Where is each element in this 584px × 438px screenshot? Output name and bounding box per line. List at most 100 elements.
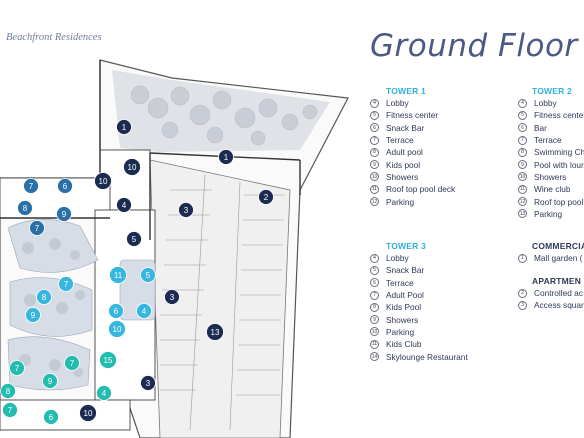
legend-label: Roof top pool [534, 196, 584, 207]
map-marker-icon [64, 355, 80, 371]
map-marker-icon [2, 402, 18, 418]
map-marker-icon [96, 385, 112, 401]
legend-number-icon: 13 [518, 209, 527, 219]
legend-number-icon: 1 [518, 253, 527, 263]
map-marker-icon [9, 360, 25, 376]
legend-number-icon: 6 [518, 123, 527, 133]
page-title: Ground Floor [370, 28, 578, 64]
legend-number-icon: 5 [370, 110, 379, 120]
map-marker-label: 9 [62, 210, 67, 219]
legend-number-icon: 8 [370, 147, 379, 157]
parking-area [149, 159, 291, 438]
commercial-heading: COMMERCIA [532, 241, 584, 251]
legend-number-icon: 12 [518, 197, 527, 207]
legend-label: Mall garden ( [534, 253, 583, 264]
map-marker-icon [23, 178, 39, 194]
map-marker-icon [140, 375, 156, 391]
map-marker-icon [29, 220, 45, 236]
map-marker-label: 15 [104, 356, 113, 365]
legend-label: Snack Bar [386, 122, 425, 133]
legend-label: Parking [386, 326, 415, 337]
map-marker-label: 8 [6, 387, 11, 396]
legend-label: Lobby [534, 98, 557, 109]
tree-canopy [130, 85, 318, 146]
legend-label: Access square [534, 300, 584, 311]
map-marker-icon [57, 178, 73, 194]
map-marker-label: 8 [23, 204, 28, 213]
legend-number-icon: 12 [370, 197, 379, 207]
map-marker-label: 7 [35, 224, 40, 233]
legend-label: Bar [534, 122, 547, 133]
map-marker-icon [94, 172, 112, 190]
map-marker-label: 13 [211, 328, 220, 337]
map-marker-label: 10 [84, 409, 93, 418]
map-marker-label: 1 [224, 153, 229, 162]
map-marker-label: 6 [63, 182, 68, 191]
legend-label: Swimming Ch [534, 147, 584, 158]
map-marker-icon [109, 266, 127, 284]
legend-item: 12 Roof top pool [518, 195, 584, 207]
legend-number-icon: 5 [370, 265, 379, 275]
tower3-heading: TOWER 3 [386, 241, 426, 251]
map-marker-label: 3 [146, 379, 151, 388]
legend-item: 6 Bar [518, 122, 584, 134]
map-marker-label: 5 [132, 235, 137, 244]
legend-label: Roof top pool deck [386, 184, 456, 195]
map-marker-icon [56, 206, 72, 222]
legend-label: Kids Club [386, 339, 422, 350]
legend-label: Adult Pool [386, 290, 424, 301]
commercial-list: 1 Mall garden ( [518, 252, 582, 264]
map-marker-icon [42, 373, 58, 389]
legend-number-icon: 4 [518, 98, 527, 108]
map-marker-icon [258, 189, 274, 205]
map-marker-label: 4 [122, 201, 127, 210]
legend-label: Terrace [386, 135, 414, 146]
map-marker-icon [58, 276, 74, 292]
legend-label: Adult pool [386, 147, 423, 158]
legend-label: Showers [534, 171, 567, 182]
legend-label: Parking [386, 196, 415, 207]
legend-number-icon: 11 [370, 184, 379, 194]
map-marker-label: 7 [64, 280, 69, 289]
map-marker-icon [140, 267, 156, 283]
legend-number-icon: 6 [370, 278, 379, 288]
map-marker-label: 7 [29, 182, 34, 191]
legend-number-icon: 11 [518, 184, 527, 194]
legend-number-icon: 10 [370, 172, 379, 182]
legend-label: Wine club [534, 184, 571, 195]
map-marker-label: 2 [264, 193, 269, 202]
map-marker-label: 10 [128, 163, 137, 172]
legend-number-icon: 5 [518, 110, 527, 120]
map-marker-label: 3 [170, 293, 175, 302]
map-marker-icon [43, 409, 59, 425]
brand-name: Beachfront Residences [6, 32, 102, 43]
map-marker-icon [36, 289, 52, 305]
map-marker-label: 10 [99, 177, 108, 186]
map-marker-icon [0, 383, 16, 399]
map-marker-icon [126, 231, 142, 247]
map-marker-icon [206, 323, 224, 341]
legend-number-icon: 4 [370, 98, 379, 108]
map-marker-icon [79, 404, 97, 422]
map-marker-icon [108, 320, 126, 338]
legend-number-icon: 11 [370, 339, 379, 349]
apartments-heading: APARTMEN [532, 276, 582, 286]
map-marker-icon [178, 202, 194, 218]
map-marker-label: 4 [142, 307, 147, 316]
legend-number-icon: 10 [370, 327, 379, 337]
